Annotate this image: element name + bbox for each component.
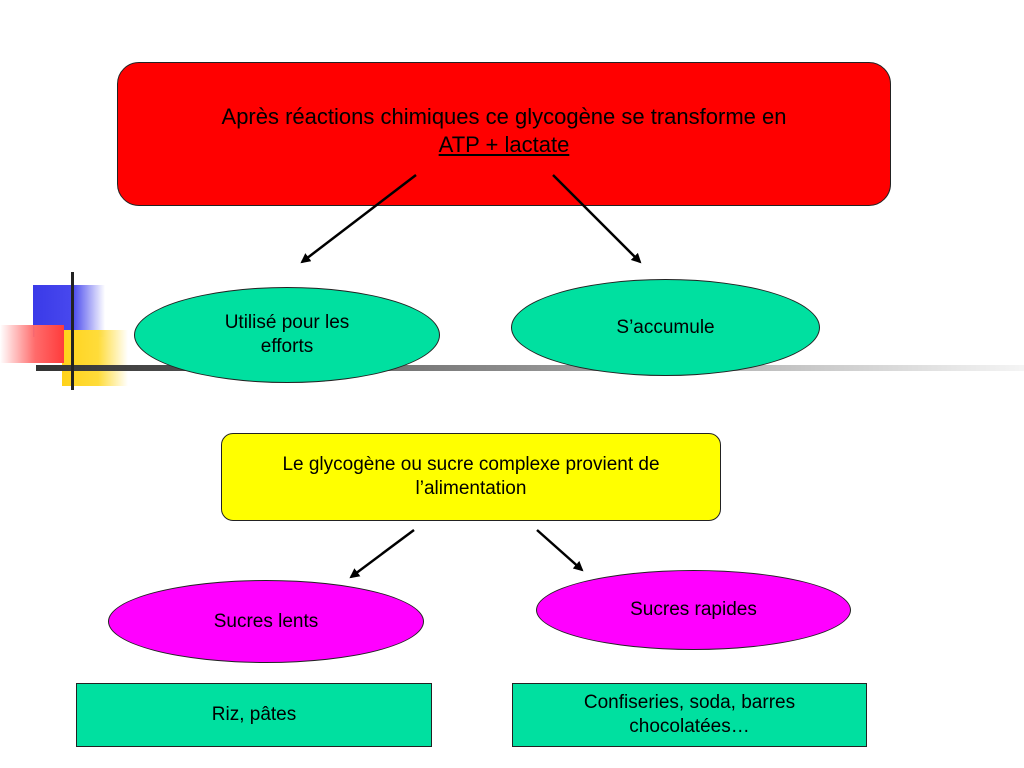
efforts-label: Utilisé pour les efforts [224,312,350,357]
accumulation-label: S’accumule [616,316,715,338]
fast-sugars-label: Sucres rapides [630,599,757,621]
transformation-text: Après réactions chimiques ce glycogène s… [221,104,787,129]
decor-horizontal-line [36,365,1024,371]
arrow-to-fast-sugars [536,529,584,572]
slow-sugars-examples-box: Riz, pâtes [76,683,432,747]
fast-sugars-examples-box: Confiseries, soda, barres chocolatées… [512,683,867,747]
decor-red-square [0,325,64,363]
slow-sugars-examples: Riz, pâtes [211,704,297,726]
arrow-to-slow-sugars [349,528,415,579]
slow-sugars-oval: Sucres lents [108,580,424,663]
source-text: Le glycogène ou sucre complexe provient … [282,454,660,499]
transformation-box: Après réactions chimiques ce glycogène s… [117,62,891,206]
source-box: Le glycogène ou sucre complexe provient … [221,433,721,521]
fast-sugars-examples: Confiseries, soda, barres chocolatées… [583,692,796,737]
fast-sugars-oval: Sucres rapides [536,570,851,650]
decor-vertical-line [71,272,74,390]
slow-sugars-label: Sucres lents [213,610,319,632]
accumulation-oval: S’accumule [511,279,820,376]
efforts-oval: Utilisé pour les efforts [134,287,440,383]
transformation-result: ATP + lactate [438,131,570,157]
